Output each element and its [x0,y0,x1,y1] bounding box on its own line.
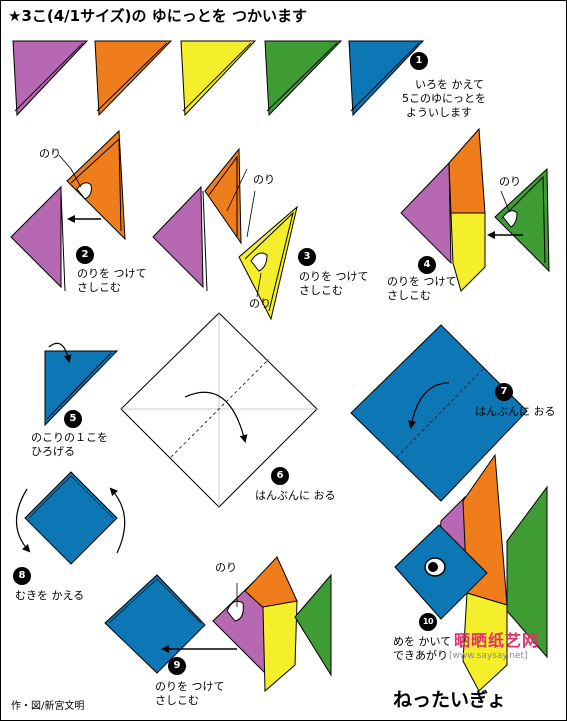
step2-text-line1: のりを つけて [77,267,147,280]
step-number-4: 4 [418,256,436,274]
step-number-3: 3 [298,248,316,266]
step4-text-line1: のりを つけて [387,275,457,288]
step-number-1: 1 [410,52,428,70]
glue-label-step3-top: のり [253,173,275,186]
step6-diagram [120,312,318,508]
finished-fish [394,453,548,692]
step1-text-line2: 5このゆにっとを [402,92,486,105]
step9-text-line2: さしこむ [155,694,199,707]
step3-diagram [152,147,298,321]
step1-text-line1: いろを かえて [415,78,484,91]
step3-text-line2: さしこむ [299,284,343,297]
page-title: ★3こ(4/1サイズ)の ゆにっとを つかいます [8,7,307,25]
step7-text: はんぶんに おる [475,405,556,418]
step3-text-line1: のりを つけて [299,270,369,283]
step-number-2: 2 [76,246,94,264]
step6-text: はんぶんに おる [255,489,336,502]
step7-diagram [350,324,528,502]
step10-text-line2: できあがり [393,649,448,662]
step9-diagram [104,556,332,693]
unit-orange [94,40,173,117]
glue-label-step9: のり [215,561,237,574]
fish-pupil [428,562,438,572]
step1-units [12,40,425,117]
step-number-6: 6 [271,467,289,485]
step5-text-line1: のこりの１こを [31,431,108,444]
step4-text-line2: さしこむ [387,289,431,302]
author-credit: 作・図/新宮文明 [11,701,85,712]
step-number-8: 8 [13,567,31,585]
step2-diagram [10,129,126,292]
step-number-7: 7 [495,383,513,401]
step2-text-line2: さしこむ [77,281,121,294]
unit-blue [348,40,425,117]
step-number-5: 5 [64,410,82,428]
step9-text-line1: のりを つけて [155,680,225,693]
step8-text: むきを かえる [15,589,85,602]
watermark-brand: 晒晒纸艺网 [454,631,540,650]
step-number-9: 9 [168,657,186,675]
unit-yellow [180,40,257,117]
final-title: ねったいぎょ [393,689,507,711]
step5-text-line2: ひろげる [31,445,75,458]
step-number-10: 10 [419,613,437,631]
unit-green [264,40,343,117]
step5-diagram [44,342,119,427]
step1-text-line3: よういします [406,106,472,119]
unit-purple [12,40,89,117]
watermark-url: [www.saysay.net] [449,651,528,661]
step8-diagram [15,471,126,565]
step10-text-line1: めを かいて [393,635,452,648]
glue-label-step2: のり [39,147,61,160]
step4-diagram [400,127,550,292]
glue-label-step4: のり [499,175,521,188]
glue-label-step3-bottom: のり [249,297,271,310]
